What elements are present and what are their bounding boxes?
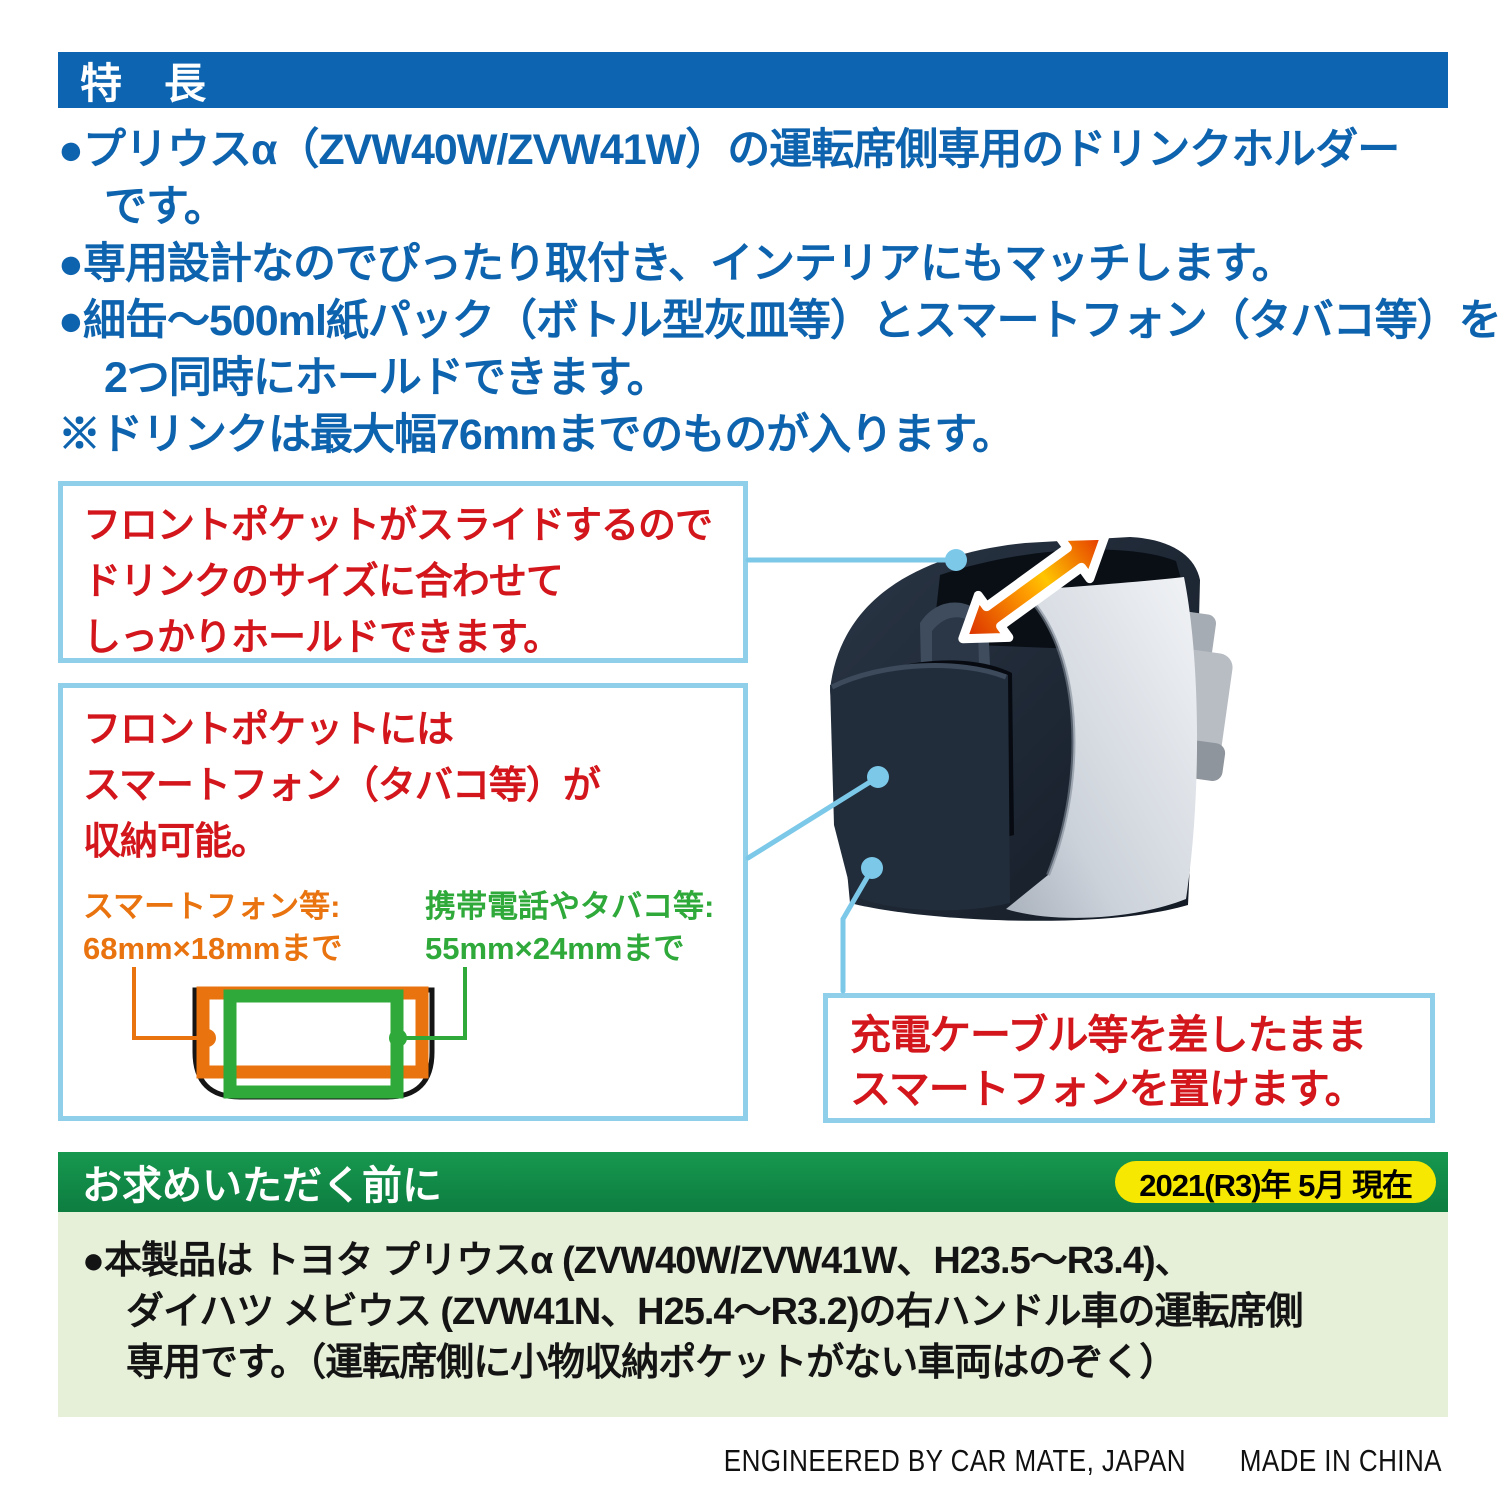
- phone-spec: 携帯電話やタバコ等: 55mm×24mmまで: [425, 886, 714, 970]
- callout-slide-line: ドリンクのサイズに合わせて: [83, 561, 564, 603]
- phone-spec-label: 携帯電話やタバコ等:: [425, 889, 715, 924]
- footer-made: MADE IN CHINA: [1239, 1443, 1442, 1478]
- purchase-heading: お求めいただく前に: [82, 1164, 442, 1208]
- feature-line: ※ドリンクは最大幅76mmまでのものが入ります。: [58, 411, 1015, 459]
- features-list: ●プリウスα（ZVW40W/ZVW41W）の運転席側専用のドリンクホルダー です…: [58, 122, 1500, 464]
- footer: ENGINEERED BY CAR MATE, JAPAN MADE IN CH…: [724, 1443, 1442, 1479]
- feature-line: 2つ同時にホールドできます。: [104, 354, 670, 402]
- callout-cable-line: スマートフォンを置けます。: [850, 1066, 1366, 1112]
- silver-cover: [1006, 577, 1198, 918]
- features-heading: 特 長: [80, 59, 207, 107]
- purchase-line: 専用です。（運転席側に小物収納ポケットがない車両はのぞく）: [126, 1342, 1177, 1384]
- silver-cover-edge: [1020, 589, 1076, 876]
- smartphone-spec: スマートフォン等: 68mm×18mmまで: [83, 886, 425, 970]
- phone-leader-line: [403, 967, 467, 1040]
- purchase-panel: ●本製品は トヨタ プリウスα (ZVW40W/ZVW41W、H23.5～R3.…: [58, 1212, 1448, 1417]
- purchase-line: ●本製品は トヨタ プリウスα (ZVW40W/ZVW41W、H23.5～R3.…: [82, 1240, 1193, 1282]
- callout-slide-line: フロントポケットがスライドするので: [83, 505, 713, 547]
- feature-line: です。: [104, 183, 227, 231]
- callout-pocket-box: フロントポケットには スマートフォン（タバコ等）が 収納可能。 スマートフォン等…: [58, 683, 748, 1121]
- callout-pocket-line: スマートフォン（タバコ等）が: [83, 765, 601, 807]
- phone-dot-icon: [389, 1029, 407, 1047]
- purchase-header-bar: お求めいただく前に 2021(R3)年 5月 現在: [58, 1152, 1448, 1212]
- product-photo: [830, 530, 1233, 921]
- front-pocket-face: [830, 663, 1010, 911]
- date-badge: 2021(R3)年 5月 現在: [1115, 1161, 1436, 1203]
- purchase-line: ダイハツ メビウス (ZVW41N、H25.4～R3.2)の右ハンドル車の運転席…: [126, 1291, 1303, 1333]
- feature-line: ●専用設計なのでぴったり取付き、インテリアにもマッチします。: [58, 240, 1295, 288]
- callout-cable-box: 充電ケーブル等を差したまま スマートフォンを置けます。: [823, 993, 1435, 1123]
- callout-cable-line: 充電ケーブル等を差したまま: [850, 1012, 1367, 1058]
- smartphone-spec-size: 68mm×18mmまで: [83, 931, 343, 966]
- smartphone-spec-label: スマートフォン等:: [83, 889, 341, 924]
- feature-line: ●細缶～500ml紙パック（ボトル型灰皿等）とスマートフォン（タバコ等）を: [58, 297, 1500, 345]
- smartphone-leader-line: [132, 967, 202, 1040]
- pocket-spec-row: スマートフォン等: 68mm×18mmまで 携帯電話やタバコ等: 55mm×24…: [83, 886, 723, 970]
- feature-line: ●プリウスα（ZVW40W/ZVW41W）の運転席側専用のドリンクホルダー: [58, 126, 1400, 174]
- pocket-size-diagram: [132, 967, 467, 1100]
- front-pocket-rim: [830, 663, 1007, 690]
- phone-spec-size: 55mm×24mmまで: [425, 931, 685, 966]
- callout-slide-box: フロントポケットがスライドするので ドリンクのサイズに合わせて しっかりホールド…: [58, 481, 748, 663]
- callout-pocket-line: フロントポケットには: [83, 709, 454, 751]
- footer-engineered: ENGINEERED BY CAR MATE, JAPAN: [723, 1443, 1187, 1478]
- callout-slide-line: しっかりホールドできます。: [83, 617, 561, 659]
- slide-arrow-icon: [958, 530, 1110, 644]
- features-header-bar: 特 長: [58, 52, 1448, 108]
- callout-pocket-line: 収納可能。: [83, 821, 269, 863]
- smartphone-dot-icon: [198, 1029, 216, 1047]
